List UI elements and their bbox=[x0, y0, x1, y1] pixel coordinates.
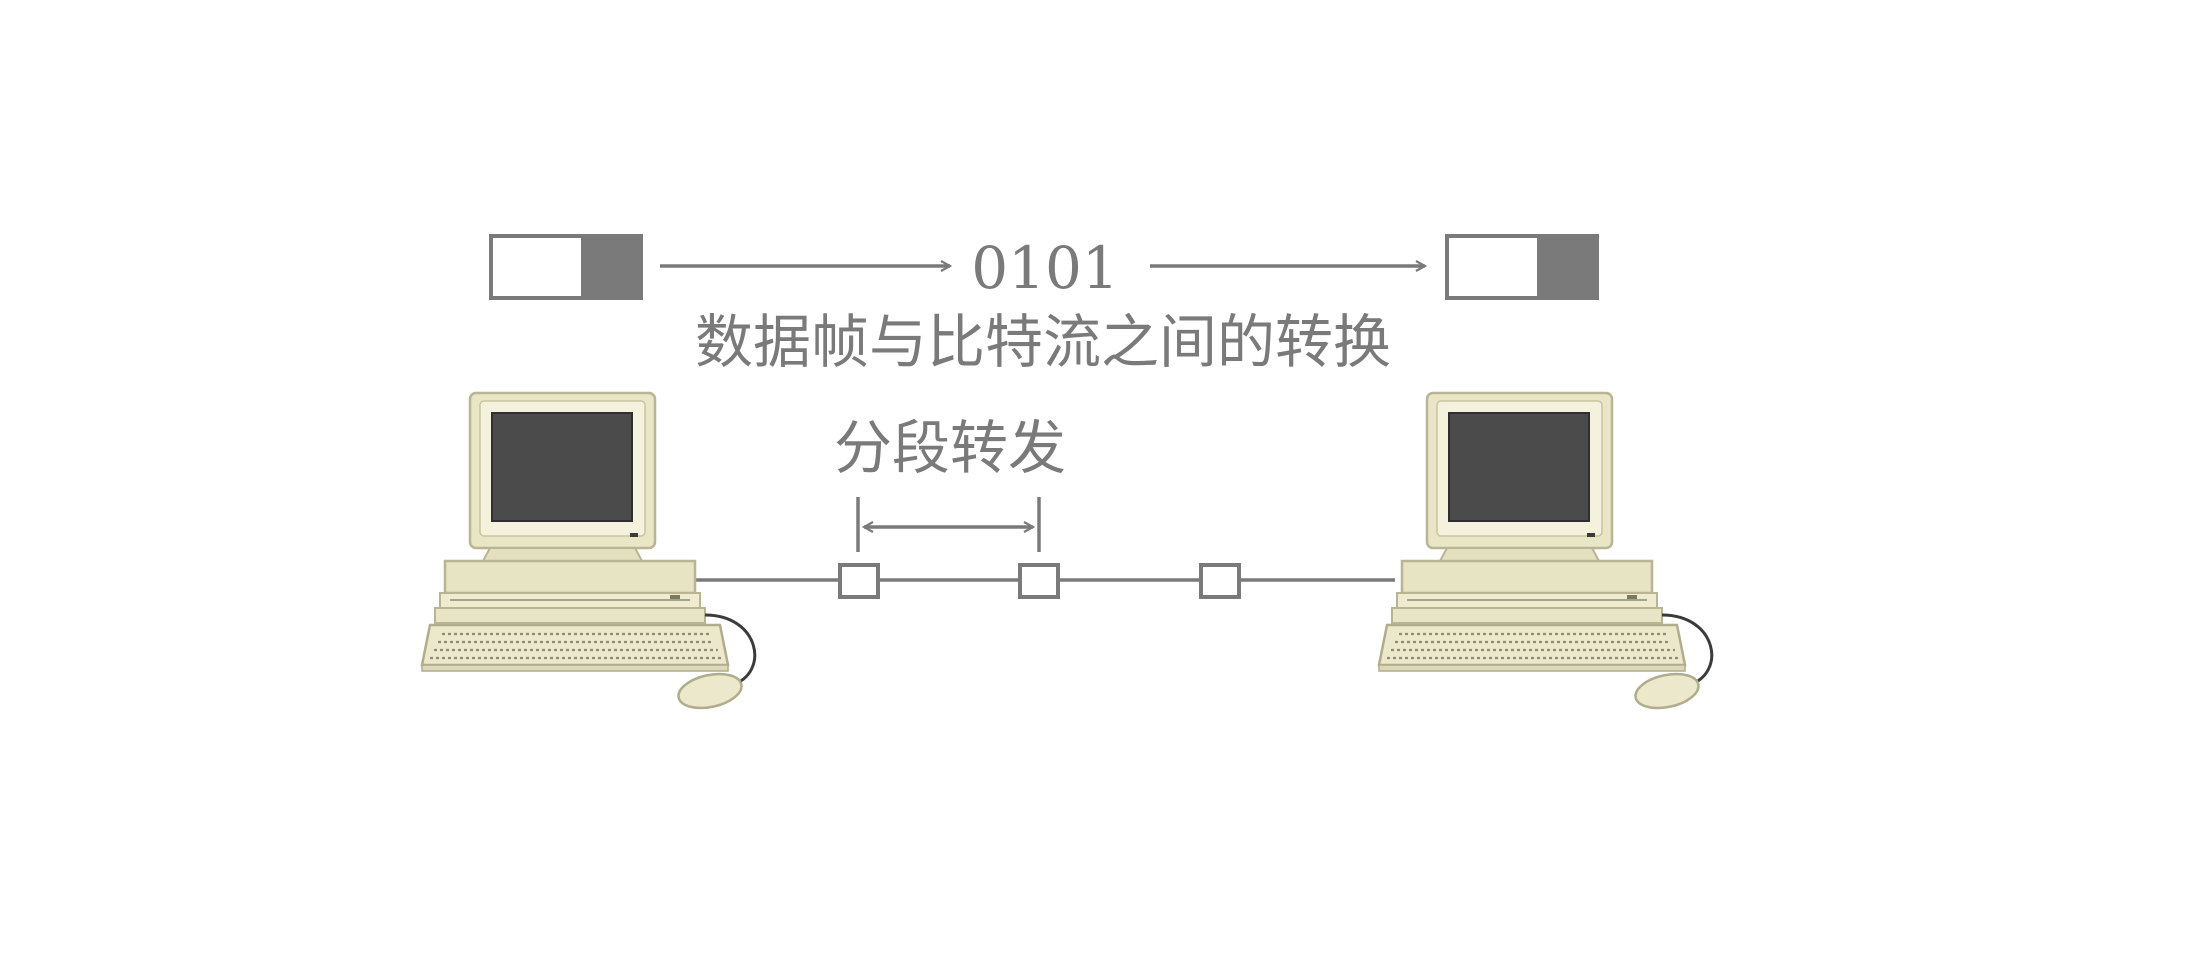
source-frame-icon bbox=[489, 234, 643, 300]
bitstream-label: 0101 bbox=[971, 234, 1119, 302]
relay-node bbox=[838, 563, 880, 599]
segment-span-arrow bbox=[856, 497, 1041, 552]
relay-node bbox=[1018, 563, 1060, 599]
receiver-computer-icon bbox=[1377, 391, 1714, 715]
destination-frame-icon bbox=[1445, 234, 1599, 300]
sender-computer-icon bbox=[420, 391, 757, 715]
relay-node bbox=[1199, 563, 1241, 599]
segment-caption: 分段转发 bbox=[834, 414, 1066, 482]
conversion-caption: 数据帧与比特流之间的转换 bbox=[695, 308, 1391, 376]
